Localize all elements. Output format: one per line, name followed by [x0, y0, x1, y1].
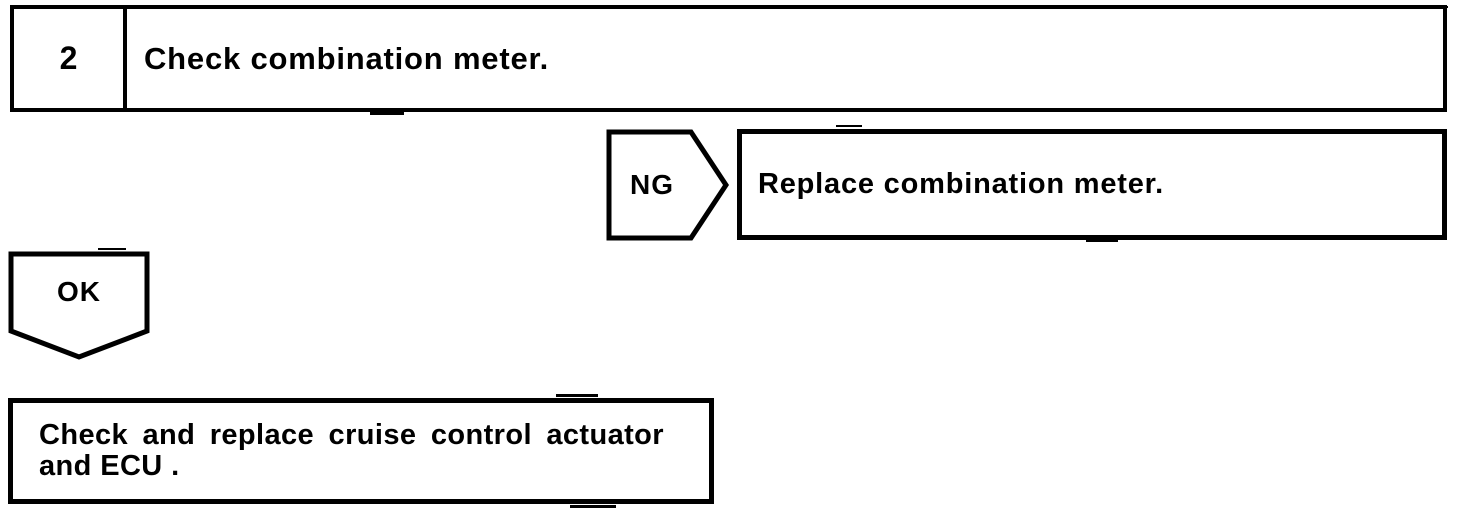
ng-connector: NG — [606, 129, 730, 241]
ng-connector-label: NG — [630, 169, 674, 200]
ng-action-text: Replace combination meter. — [758, 168, 1164, 200]
ok-connector-label: OK — [57, 276, 101, 307]
scan-artifact — [1086, 239, 1118, 242]
ng-action-box: Replace combination meter. — [737, 129, 1447, 240]
result-box: Check and replace cruise control actuato… — [8, 398, 714, 504]
scan-artifact — [1434, 6, 1448, 8]
result-text-line1: Check and replace cruise control actuato… — [39, 419, 664, 452]
scan-artifact — [570, 505, 616, 508]
step-box: 2 Check combination meter. — [10, 5, 1447, 112]
result-text-line2: and ECU . — [39, 450, 180, 482]
scan-artifact — [836, 125, 862, 127]
scan-artifact — [556, 394, 598, 397]
ok-connector: OK — [8, 251, 150, 361]
result-text: Check and replace cruise control actuato… — [13, 420, 664, 481]
ok-arrow-icon — [8, 251, 150, 360]
step-number: 2 — [14, 9, 127, 108]
scan-artifact — [370, 112, 404, 115]
scan-artifact — [98, 248, 126, 250]
step-title: Check combination meter. — [144, 40, 550, 76]
ng-arrow-icon — [606, 129, 729, 241]
